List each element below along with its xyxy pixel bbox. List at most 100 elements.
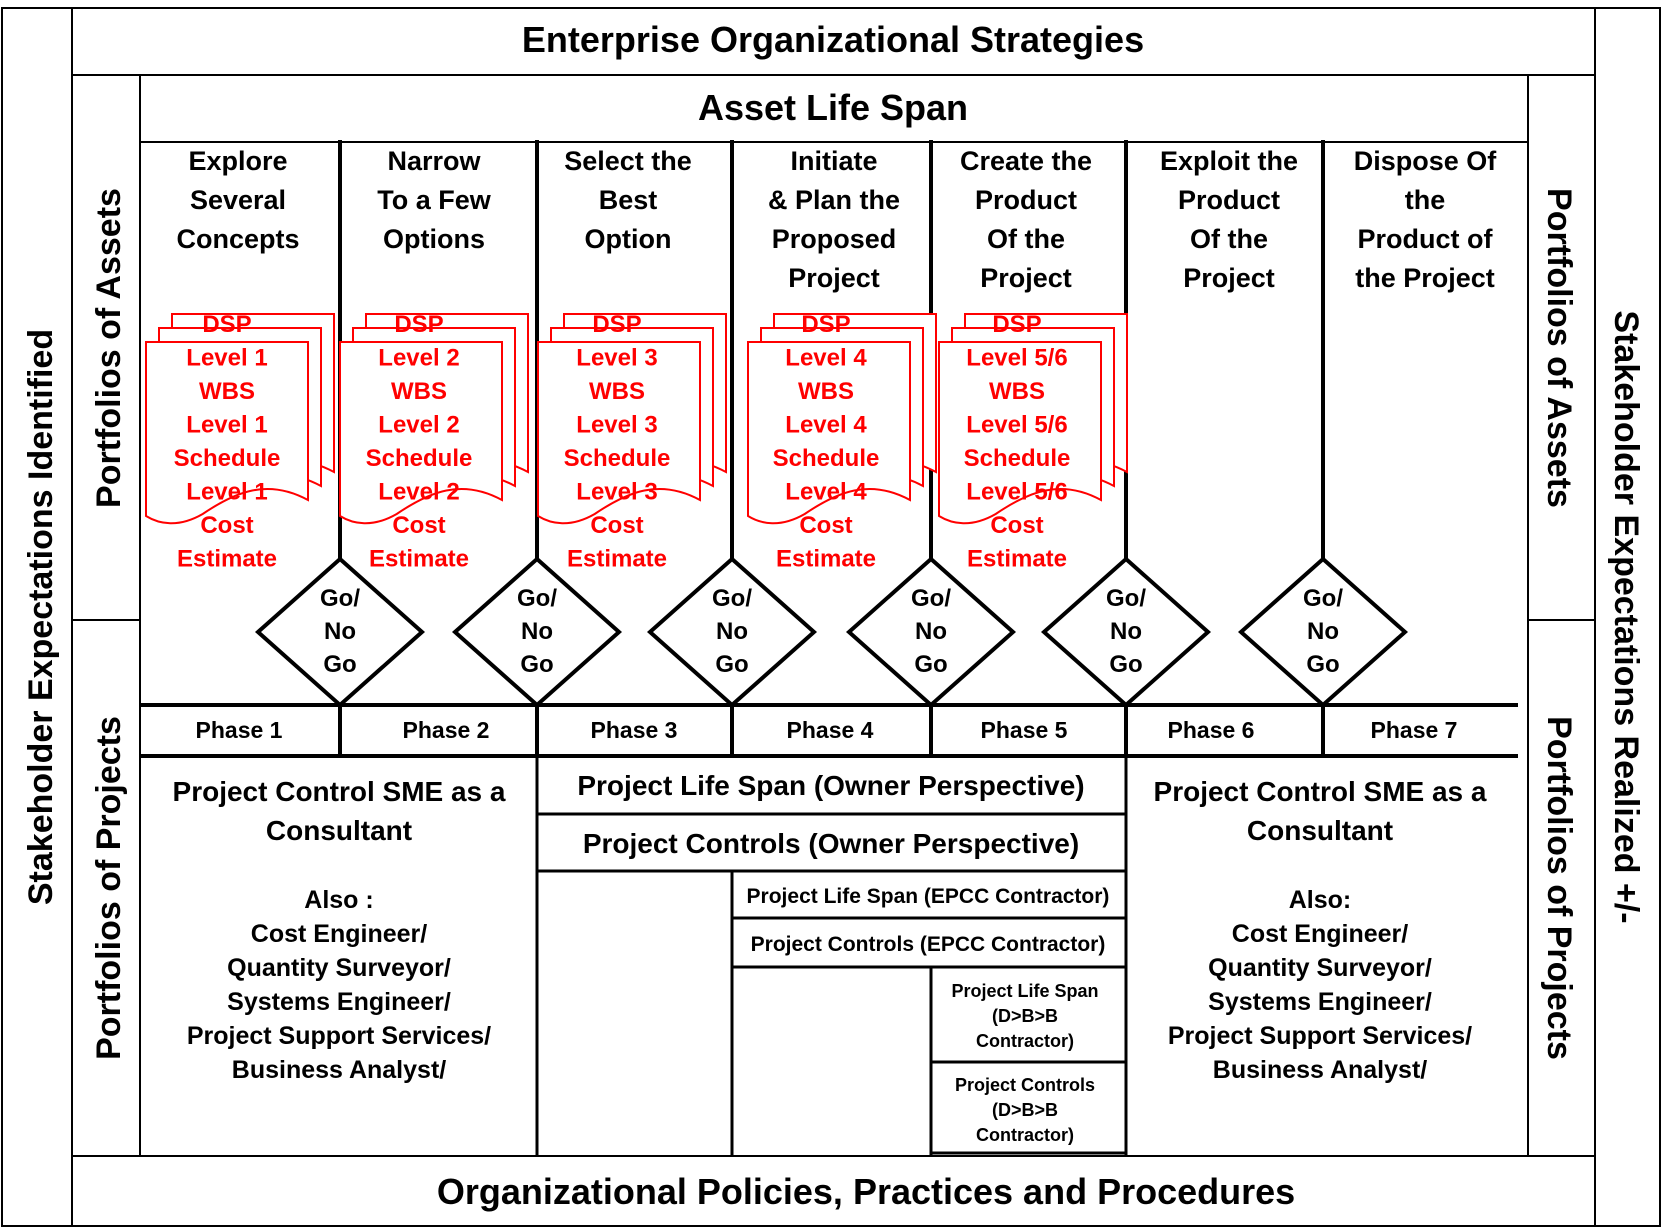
gate-text: Go xyxy=(520,651,553,678)
document-text: Schedule xyxy=(174,445,281,472)
gate-text: Go xyxy=(1306,651,1339,678)
document-text: Level 1 xyxy=(186,479,267,506)
consultant-also: Also: xyxy=(1289,886,1352,914)
gate-text: Go/ xyxy=(712,585,752,612)
gate-text: Go/ xyxy=(1106,585,1146,612)
gate-diamond xyxy=(646,556,818,708)
document-text: Estimate xyxy=(967,546,1067,573)
document-text: Schedule xyxy=(773,445,880,472)
gate-diamond xyxy=(845,556,1017,708)
document-text: DSP xyxy=(992,311,1041,338)
phase-label: Phase 1 xyxy=(196,717,283,743)
document-text: Cost xyxy=(590,512,643,539)
phase-label: Phase 7 xyxy=(1371,717,1458,743)
gate-text: No xyxy=(1307,618,1339,645)
document-text: Estimate xyxy=(177,546,277,573)
document-text: Level 1 xyxy=(186,412,267,439)
right-assets-label: Portfolios of Assets xyxy=(1540,188,1578,508)
gate-text: Go/ xyxy=(911,585,951,612)
phase-labels: Phase 1 Phase 2 Phase 3 Phase 4 Phase 5 … xyxy=(196,717,1458,743)
document-text: DSP xyxy=(394,311,443,338)
document-text: WBS xyxy=(589,378,645,405)
document-text: Estimate xyxy=(567,546,667,573)
document-text: Level 2 xyxy=(378,479,459,506)
document-text: Estimate xyxy=(776,546,876,573)
document-text: Level 3 xyxy=(576,345,657,372)
document-text: Level 4 xyxy=(785,345,867,372)
document-text: Level 3 xyxy=(576,479,657,506)
gate-diamond xyxy=(451,556,623,708)
document-text: Level 4 xyxy=(785,479,867,506)
gate-text: No xyxy=(1110,618,1142,645)
document-text: Estimate xyxy=(369,546,469,573)
epcc-controls: Project Controls (EPCC Contractor) xyxy=(751,933,1106,956)
gate-text: Go xyxy=(914,651,947,678)
document-text: DSP xyxy=(592,311,641,338)
gate-text: Go/ xyxy=(517,585,557,612)
phase-label: Phase 6 xyxy=(1168,717,1255,743)
document-text: Cost xyxy=(200,512,253,539)
gate-text: No xyxy=(716,618,748,645)
gate-diamond xyxy=(254,556,426,708)
document-text: Cost xyxy=(392,512,445,539)
document-text: Level 4 xyxy=(785,412,867,439)
epcc-life-span: Project Life Span (EPCC Contractor) xyxy=(747,885,1110,908)
document-sheet xyxy=(747,341,911,525)
document-text: WBS xyxy=(989,378,1045,405)
document-sheet xyxy=(145,341,309,525)
document-text: Level 5/6 xyxy=(966,479,1067,506)
footer-title: Organizational Policies, Practices and P… xyxy=(437,1171,1295,1212)
document-text: Cost xyxy=(799,512,852,539)
gate-diamond xyxy=(1237,556,1409,708)
gate-text: Go xyxy=(1109,651,1142,678)
asset-span-title: Asset Life Span xyxy=(698,87,968,128)
document-text: Level 5/6 xyxy=(966,345,1067,372)
left-projects-label: Portfolios of Projects xyxy=(90,716,128,1060)
lower-grid xyxy=(535,756,1128,1156)
right-projects-label: Portfolios of Projects xyxy=(1540,716,1578,1060)
gate-text: Go xyxy=(715,651,748,678)
phase-label: Phase 3 xyxy=(591,717,678,743)
header-title: Enterprise Organizational Strategies xyxy=(522,19,1144,60)
frame xyxy=(1,7,1661,1227)
document-text: Level 2 xyxy=(378,412,459,439)
phase-label: Phase 4 xyxy=(787,717,874,743)
gate-text: No xyxy=(324,618,356,645)
document-text: Level 1 xyxy=(186,345,267,372)
document-text: Level 2 xyxy=(378,345,459,372)
phase-label: Phase 5 xyxy=(981,717,1068,743)
consultant-roles: Cost Engineer/Quantity Surveyor/Systems … xyxy=(187,920,491,1084)
document-text: Cost xyxy=(990,512,1043,539)
gate-text: Go xyxy=(323,651,356,678)
left-outer-label: Stakeholder Expectations Identified xyxy=(22,329,60,905)
outer-frame xyxy=(1,7,1661,1227)
gate-text: No xyxy=(915,618,947,645)
gate-diamond xyxy=(1040,556,1212,708)
document-text: DSP xyxy=(202,311,251,338)
gate-text: No xyxy=(521,618,553,645)
document-sheet xyxy=(938,341,1102,525)
document-sheet xyxy=(537,341,701,525)
